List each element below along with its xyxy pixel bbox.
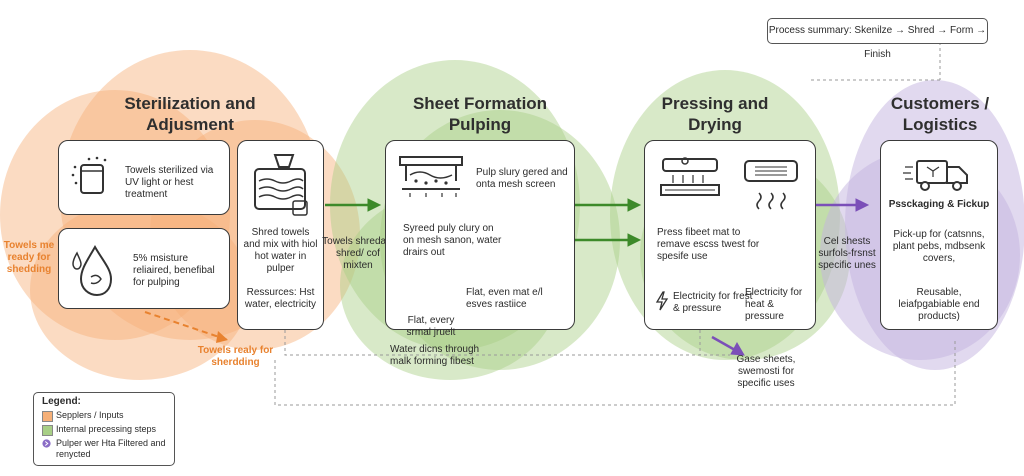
legend: Legend: Sepplers / Inputs Internal prece… [33,392,175,466]
legend-swatch-orange [42,411,53,422]
formation-text-1: Pulp slury gered and onta mesh screen [476,167,568,190]
formation-below-text: Water dicns through malk forming fibest [390,344,480,367]
arrow-shred-to-formation [325,198,382,212]
arrow-press-to-customers [815,198,870,212]
sheet-formation-box: Pulp slury gered and onta mesh screen Sy… [385,140,575,338]
recycle-icon [42,439,51,448]
pressing-side-label: Cel shests surfols-frsnst specific unes [818,236,876,271]
legend-item-inputs: Sepplers / Inputs [42,410,124,422]
stage-title-customers: Customers / Logistics [890,94,990,134]
packaging-text: Pick-up for (catsnns, plant pebs, mdbsen… [892,229,986,264]
shredder-icon [254,154,308,216]
formation-text-3: Flat, even mat e/l esves rastiice [466,287,543,310]
mesh-screen-icon [399,156,463,197]
note-towels-ready-left: Towels me ready for shedding [3,240,55,275]
stage-title-sheet-formation: Sheet Formation Pulping [412,94,548,134]
resources-text: Ressurces: Hst water, electricity [244,287,317,310]
moisture-text: 5% msisture reliaired, benefibal for pul… [133,253,215,288]
press-icon [660,157,720,196]
sterilization-box: Towels sterilized via UV light or hest t… [58,140,230,215]
process-summary: Process summary: Skenilze → Shred → Form… [767,18,988,60]
sterilization-text: Towels sterilized via UV light or hest t… [125,165,214,200]
shred-box: Shred towels and mix with hiol hot water… [237,140,324,330]
towel-icon [71,156,107,194]
shred-text: Shred towels and mix with hiol hot water… [243,227,318,274]
packaging-title: Pssckaging & Fickup [888,199,990,210]
formation-text-4: Flat, every srmal jruelt [406,315,456,338]
note-towels-ready-bottom: Towels realy for sherdding [197,345,274,368]
truck-icon [903,160,968,191]
formation-text-2: Syreed puly clury on on mesh sanon, wate… [403,223,502,258]
pressing-text: Press fibeet mat to remave escss twest f… [657,227,760,262]
moisture-box: 5% msisture reliaired, benefibal for pul… [58,228,230,309]
droplet-icon [72,244,113,297]
pressing-below-text: Gase sheets, swemosti for specific uses [736,354,796,389]
arrow-formation-to-press-2 [575,233,642,247]
stage-title-pressing: Pressing and Drying [661,94,769,134]
stage-title-sterilization: Sterilization and Adjusment [124,94,256,134]
pressing-box: Press fibeet mat to remave escss twest f… [644,140,816,330]
pressing-power-2: Electricity for heat & pressure [745,287,803,322]
legend-title: Legend: [42,396,81,407]
lightning-icon [655,291,669,311]
legend-item-internal: Internal precessing steps [42,424,156,436]
legend-swatch-green [42,425,53,436]
orange-dashed-arrow [144,311,229,343]
legend-item-recycled: Pulper wer Hta Filtered and renycted [42,438,170,460]
formation-side-label: Towels shredal / shred/ cof mixten [322,236,394,271]
pressing-power-1: Electricity for frest & pressure [673,291,753,314]
reusable-text: Reusable, leiafpgabiable end products) [898,287,980,322]
arrow-formation-to-press-1 [575,198,642,212]
dryer-icon [744,160,798,210]
customers-box: Pssckaging & Fickup Pick-up for (catsnns… [880,140,998,330]
arrow-press-down [711,335,745,356]
